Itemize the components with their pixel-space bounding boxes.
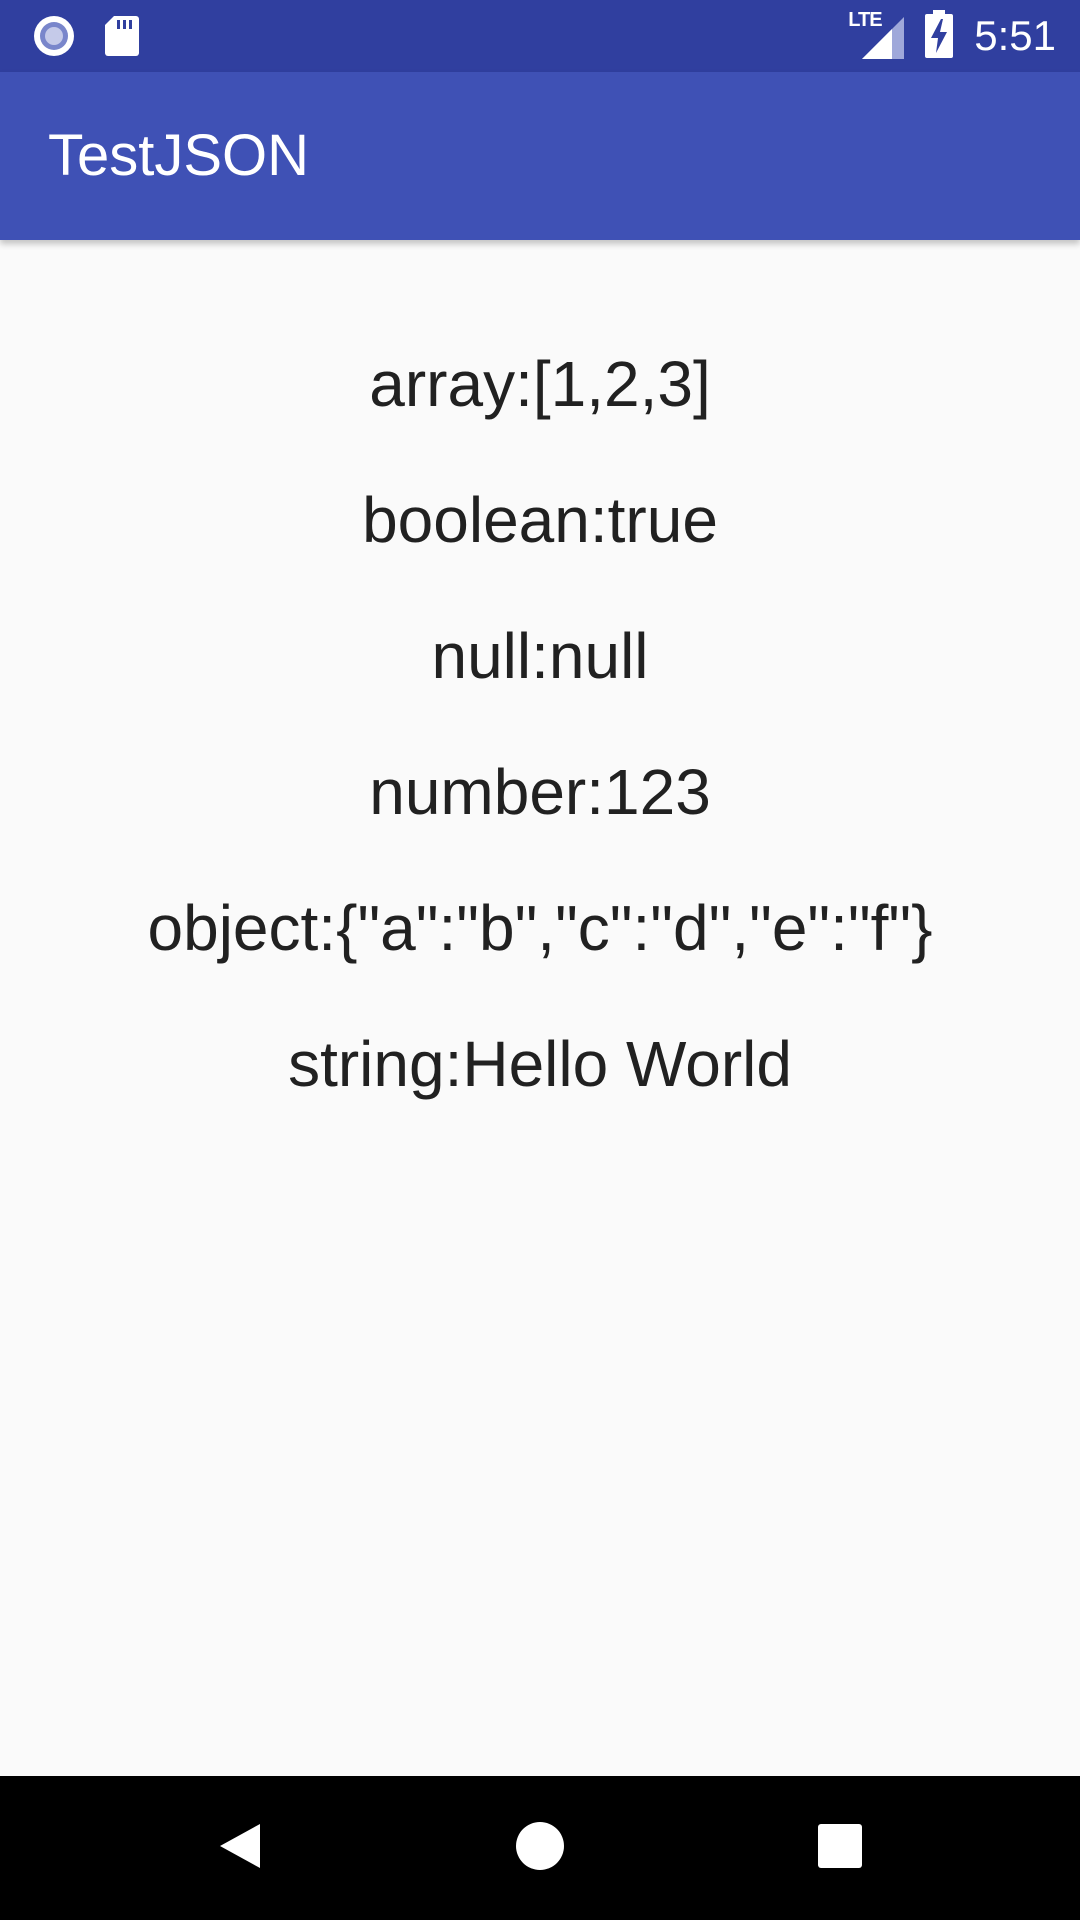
json-number-text: number:123: [369, 756, 711, 828]
back-button[interactable]: [160, 1776, 320, 1920]
network-type-label: LTE: [848, 9, 882, 31]
json-boolean-text: boolean:true: [362, 484, 718, 556]
lte-signal-icon: LTE: [848, 9, 905, 61]
battery-charging-icon: [924, 9, 954, 64]
app-title: TestJSON: [48, 123, 310, 188]
json-array-text: array:[1,2,3]: [369, 348, 711, 420]
recents-icon: [817, 1823, 863, 1874]
navigation-bar: [0, 1776, 1080, 1920]
home-icon: [515, 1821, 565, 1876]
sd-card-icon: [104, 14, 140, 63]
recents-button[interactable]: [760, 1776, 920, 1920]
app-bar: TestJSON: [0, 72, 1080, 240]
notification-circle-icon: [32, 14, 76, 63]
status-time: 5:51: [974, 12, 1056, 59]
json-string-text: string:Hello World: [288, 1028, 792, 1100]
status-bar: LTE 5:51: [0, 0, 1080, 72]
json-object-text: object:{"a":"b","c":"d","e":"f"}: [147, 892, 933, 964]
json-content: array:[1,2,3] boolean:true null:null num…: [0, 240, 1080, 1776]
back-icon: [216, 1820, 264, 1877]
home-button[interactable]: [460, 1776, 620, 1920]
json-null-text: null:null: [431, 620, 649, 692]
status-left-icons: [32, 14, 140, 63]
status-right-icons: LTE 5:51: [848, 0, 1056, 72]
